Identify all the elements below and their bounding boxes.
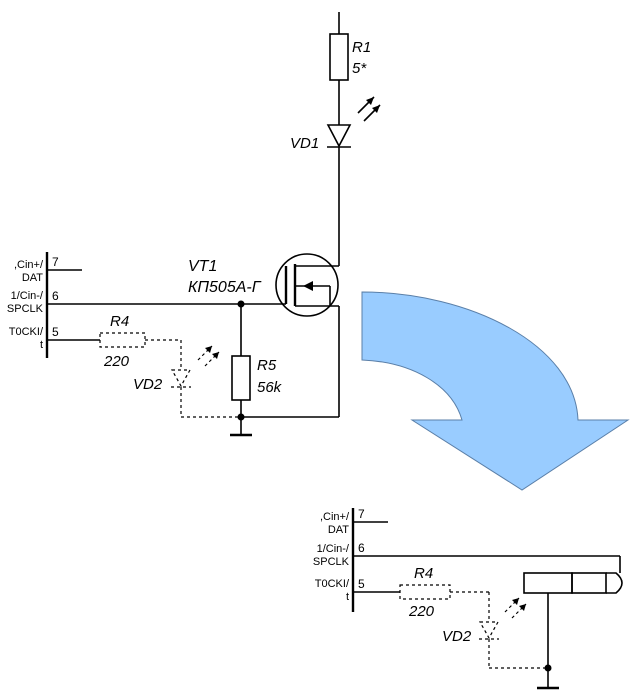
resistor-r1 xyxy=(329,33,349,81)
pin-7-signal: ,Cin+/ xyxy=(14,259,44,271)
pin-7-signal2: DAT xyxy=(328,524,349,536)
r5-label: R5 xyxy=(257,357,277,374)
r4-label: R4 xyxy=(414,565,433,582)
pin-6-signal2: SPCLK xyxy=(7,303,44,315)
r5-value: 56k xyxy=(257,379,283,396)
pin-5-number: 5 xyxy=(358,577,365,591)
vd1-label: VD1 xyxy=(290,135,319,152)
mcu-pins-top xyxy=(45,252,100,358)
mcu-pins-bottom xyxy=(351,508,620,612)
pin-6-number: 6 xyxy=(52,289,59,303)
junction-dot xyxy=(544,664,552,672)
bottom-circuit: 7 6 5 ,Cin+/ DAT 1/Cin-/ SPCLK T0CKI/ t … xyxy=(313,507,623,690)
pin-5-signal: T0CKI/ xyxy=(9,326,44,338)
resistor-r4-dashed xyxy=(99,332,146,348)
pin-6-signal2: SPCLK xyxy=(313,556,350,568)
pin-5-signal2: t xyxy=(40,339,43,351)
jack-connector xyxy=(523,556,623,594)
vd2-label: VD2 xyxy=(442,628,472,645)
pin-6-signal: 1/Cin-/ xyxy=(11,290,44,302)
vt1-label: VT1 xyxy=(188,258,217,275)
r1-label: R1 xyxy=(352,39,371,56)
resistor-r4-dashed xyxy=(399,584,451,600)
led-vd1 xyxy=(326,96,381,148)
resistor-r5 xyxy=(231,355,251,401)
vd2-label: VD2 xyxy=(133,376,163,393)
led-vd2-dashed xyxy=(478,597,527,640)
pin-5-number: 5 xyxy=(52,325,59,339)
pin-7-signal: ,Cin+/ xyxy=(320,511,350,523)
r4-value: 220 xyxy=(103,353,130,370)
r4-value: 220 xyxy=(408,603,435,620)
curved-arrow-icon xyxy=(361,291,630,491)
pin-5-signal: T0CKI/ xyxy=(315,578,350,590)
pin-6-signal: 1/Cin-/ xyxy=(317,543,350,555)
pin-5-signal2: t xyxy=(346,591,349,603)
r4-label: R4 xyxy=(110,313,129,330)
vt1-part: КП505А-Г xyxy=(188,279,262,296)
top-circuit: R1 5* VD1 VT1 КП505А-Г xyxy=(7,12,381,437)
mosfet-vt1 xyxy=(275,253,339,317)
r1-value: 5* xyxy=(352,60,367,77)
pin-7-number: 7 xyxy=(358,507,365,521)
pin-7-number: 7 xyxy=(52,255,59,269)
pin-6-number: 6 xyxy=(358,541,365,555)
pin-7-signal2: DAT xyxy=(22,272,43,284)
led-vd2-dashed xyxy=(170,345,220,388)
